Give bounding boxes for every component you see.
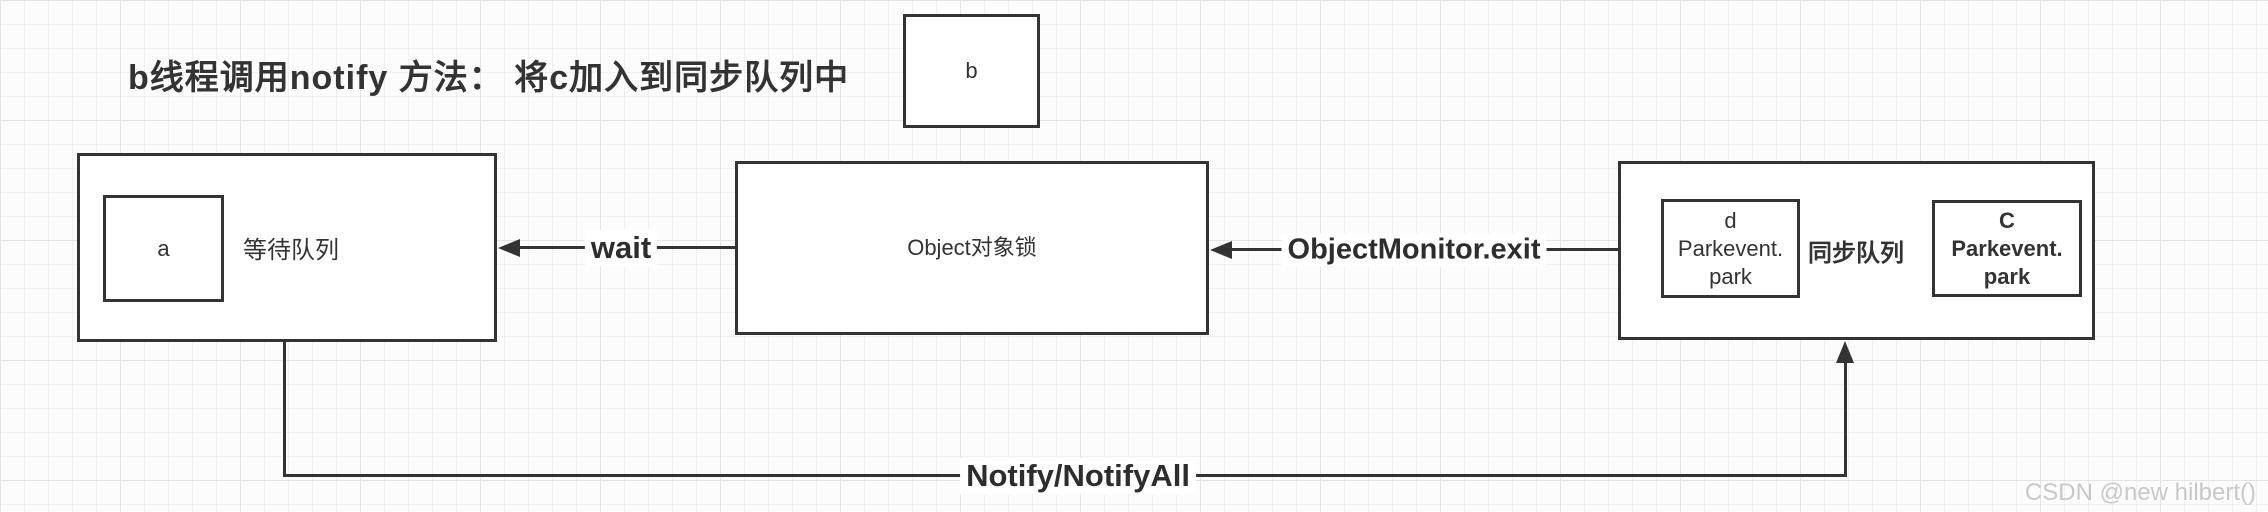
notify-edge-label: Notify/NotifyAll (960, 458, 1196, 494)
node-wait-queue: a 等待队列 (77, 153, 497, 342)
watermark: CSDN @new hilbert() (2024, 479, 2256, 506)
notify-edge-segment-down (283, 342, 286, 477)
node-thread-d: d Parkevent. park (1661, 199, 1800, 298)
node-thread-b-label: b (965, 58, 978, 83)
node-thread-d-label: d Parkevent. park (1677, 207, 1784, 289)
wait-edge-label: wait (584, 230, 658, 266)
node-thread-c-label: C Parkevent. park (1951, 207, 2063, 289)
node-thread-c: C Parkevent. park (1932, 200, 2082, 297)
node-object-lock-label: Object对象锁 (907, 235, 1037, 260)
node-thread-a: a (103, 195, 224, 302)
sync-queue-label: 同步队列 (1808, 240, 1904, 267)
node-thread-b: b (903, 14, 1040, 128)
diagram-title: b线程调用notify 方法： 将c加入到同步队列中 (128, 59, 850, 97)
wait-queue-label: 等待队列 (243, 237, 339, 264)
notify-edge-segment-up (1844, 358, 1847, 477)
wait-edge-arrowhead-icon (498, 239, 520, 257)
node-sync-queue: d Parkevent. park 同步队列 C Parkevent. park (1618, 161, 2095, 340)
exit-edge-label: ObjectMonitor.exit (1281, 233, 1547, 267)
node-thread-a-label: a (157, 235, 170, 261)
node-object-lock: Object对象锁 (735, 161, 1209, 335)
exit-edge-arrowhead-icon (1210, 241, 1232, 259)
notify-edge-arrowhead-icon (1836, 341, 1854, 363)
